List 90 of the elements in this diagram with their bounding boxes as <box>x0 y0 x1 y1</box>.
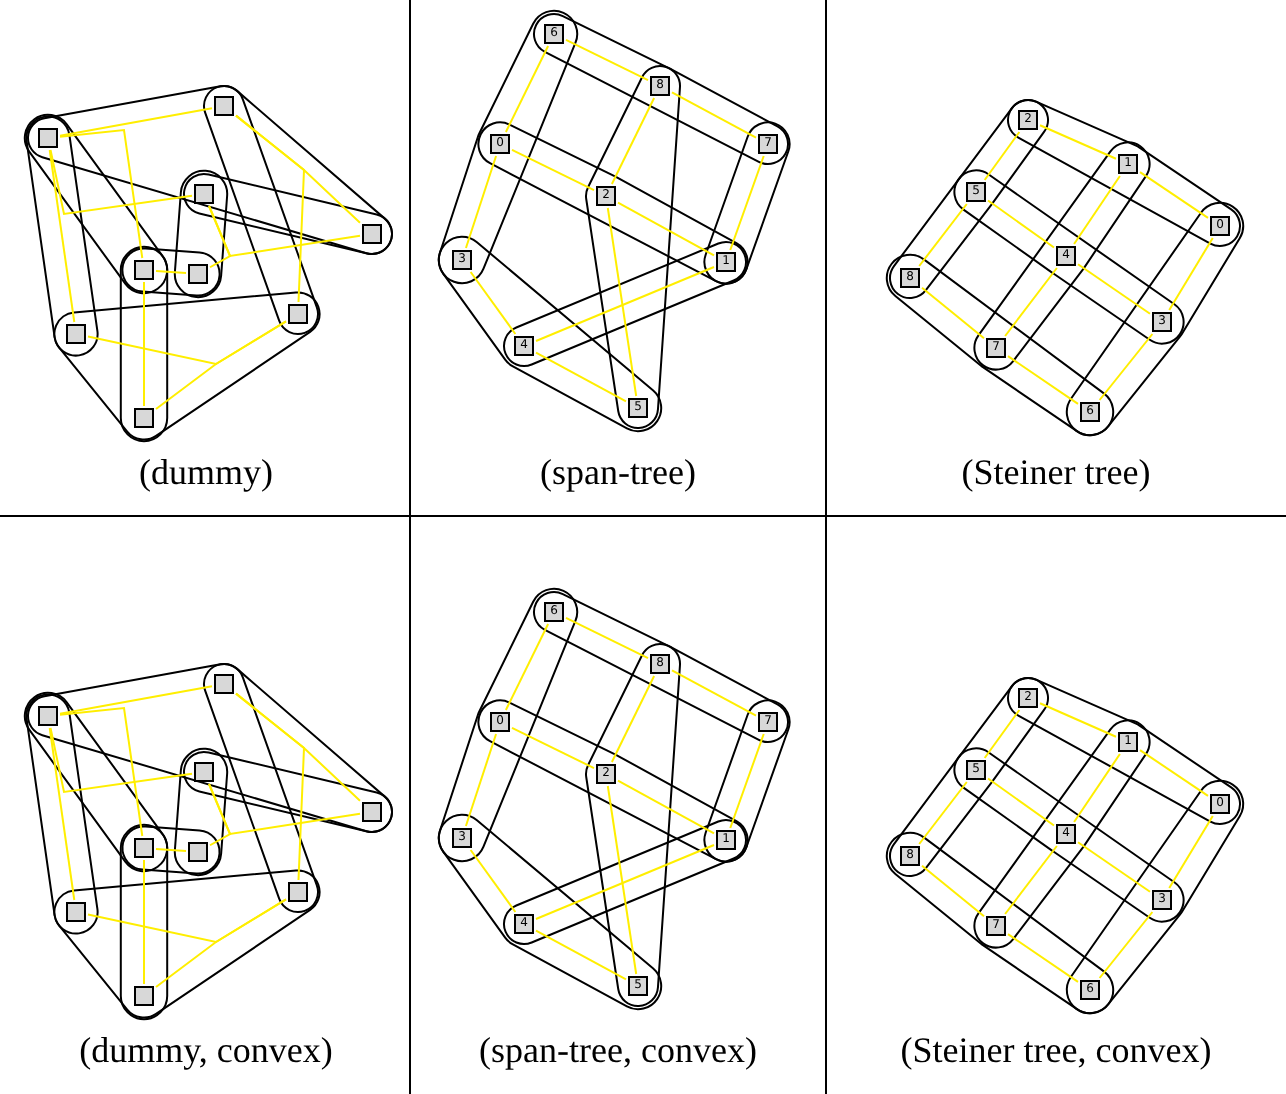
tree-edge <box>511 726 595 770</box>
panel-caption: (Steiner tree) <box>961 452 1151 494</box>
tree-edge <box>49 149 193 216</box>
tree-edge <box>469 271 517 335</box>
tree-edge <box>469 849 517 913</box>
tree-edge <box>155 320 287 410</box>
panel-caption: (dummy) <box>139 452 273 494</box>
tree-edge <box>59 128 144 259</box>
tree-edge <box>983 131 1021 181</box>
tree-edge <box>511 148 595 192</box>
panel-caption: (span-tree) <box>540 452 696 494</box>
vertex-box <box>188 264 208 284</box>
panel-caption: (Steiner tree, convex) <box>900 1030 1212 1072</box>
vertex-box <box>194 762 214 782</box>
vertex-box <box>134 260 154 280</box>
tree-edge <box>48 727 76 901</box>
tree-edge <box>143 281 145 407</box>
tree-edge <box>235 114 306 303</box>
tree-edge <box>1004 267 1058 337</box>
tree-edge <box>1077 841 1151 893</box>
tree-edge <box>535 844 715 920</box>
tree-edge <box>987 777 1055 827</box>
tree-edge <box>918 781 968 845</box>
tree-edge <box>1073 175 1121 245</box>
tree-edge <box>1168 815 1214 889</box>
tree-edge <box>610 675 656 763</box>
vertex-box <box>38 706 58 726</box>
vertex-box <box>288 304 308 324</box>
tree-edge <box>155 269 187 275</box>
tree-edge <box>671 669 757 717</box>
vertex-box <box>214 674 234 694</box>
tree-edge <box>48 149 76 323</box>
tree-edge <box>565 38 649 82</box>
tree-edge <box>504 45 550 133</box>
tree-edge <box>921 864 985 918</box>
tree-edge <box>1077 263 1151 315</box>
tree-edge <box>535 351 627 403</box>
vertex-box <box>66 324 86 344</box>
vertex-box <box>66 902 86 922</box>
vertex-box <box>214 96 234 116</box>
tree-edge <box>671 91 757 139</box>
tree-edge <box>1098 911 1154 979</box>
tree-edge <box>535 929 627 981</box>
tree-edge <box>606 785 638 975</box>
tree-edge <box>208 205 232 269</box>
panel-caption: (span-tree, convex) <box>479 1030 757 1072</box>
vertex-box <box>194 184 214 204</box>
tree-edge <box>617 201 715 257</box>
tree-edge <box>1039 124 1117 160</box>
tree-edge <box>565 616 649 660</box>
tree-edge <box>59 107 213 137</box>
tree-edge <box>1007 355 1079 405</box>
vertex-box <box>134 986 154 1006</box>
panel-caption: (dummy, convex) <box>79 1030 333 1072</box>
tree-edge <box>610 97 656 185</box>
vertex-box <box>362 224 382 244</box>
tree-edge <box>208 783 232 847</box>
tree-edge <box>1168 237 1214 311</box>
tree-edge <box>1004 845 1058 915</box>
tree-edge <box>1139 749 1209 797</box>
tree-edge <box>464 733 498 827</box>
tree-edge <box>1007 933 1079 983</box>
tree-edge <box>1139 171 1209 219</box>
tree-edge <box>1039 702 1117 738</box>
vertex-box <box>362 802 382 822</box>
tree-edge <box>729 155 765 251</box>
tree-edge <box>987 199 1055 249</box>
vertex-box <box>288 882 308 902</box>
tree-edge <box>918 203 968 267</box>
vertex-box <box>188 842 208 862</box>
tree-edge <box>143 859 145 985</box>
tree-edge <box>49 727 193 794</box>
vertex-box <box>134 408 154 428</box>
tree-edge <box>155 898 287 988</box>
tree-edge <box>617 779 715 835</box>
tree-edge <box>921 286 985 340</box>
tree-edge <box>535 266 715 342</box>
vertex-box <box>38 128 58 148</box>
tree-edge <box>1098 333 1154 401</box>
tree-edge <box>59 685 213 715</box>
tree-edge <box>464 155 498 249</box>
tree-edge <box>155 847 187 853</box>
tree-edge <box>983 709 1021 759</box>
tree-edge <box>729 733 765 829</box>
tree-edge <box>606 207 638 397</box>
tree-edge <box>1073 753 1121 823</box>
tree-edge <box>504 623 550 711</box>
tree-edge <box>235 692 306 881</box>
vertex-box <box>134 838 154 858</box>
tree-edge <box>59 706 144 837</box>
